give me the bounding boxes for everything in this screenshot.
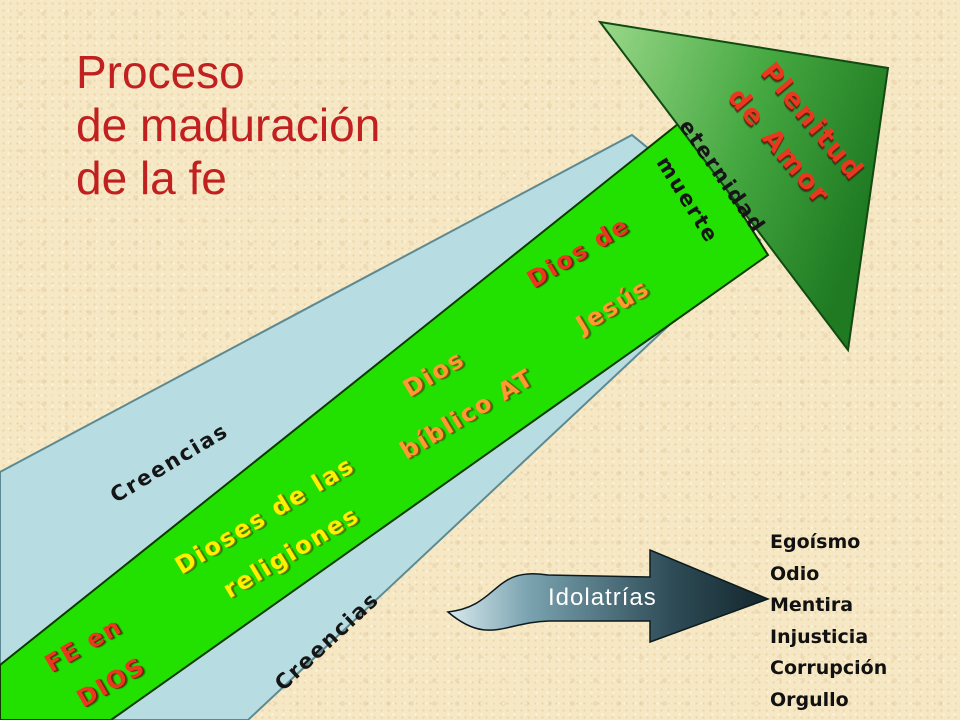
idolatry-arrow	[446, 548, 771, 644]
title-line-2: de maduración	[76, 99, 381, 151]
vice-item: Corrupción	[770, 657, 888, 679]
vice-item: Orgullo	[770, 688, 849, 711]
title-line-1: Proceso	[76, 46, 245, 98]
vice-item: Egoísmo	[770, 531, 861, 553]
faith-arrow-head	[597, 20, 890, 353]
faith-arrow-shaft	[0, 118, 770, 720]
vice-item: Injusticia	[770, 625, 869, 648]
idolatrias-label: Idolatrías	[548, 584, 657, 611]
page-title: Proceso de maduración de la fe	[76, 46, 380, 205]
title-line-3: de la fe	[76, 152, 227, 204]
vice-item: Mentira	[770, 594, 854, 616]
vices-list: Egoísmo Odio Mentira Injusticia Corrupci…	[770, 527, 887, 716]
vice-item: Odio	[770, 562, 820, 585]
